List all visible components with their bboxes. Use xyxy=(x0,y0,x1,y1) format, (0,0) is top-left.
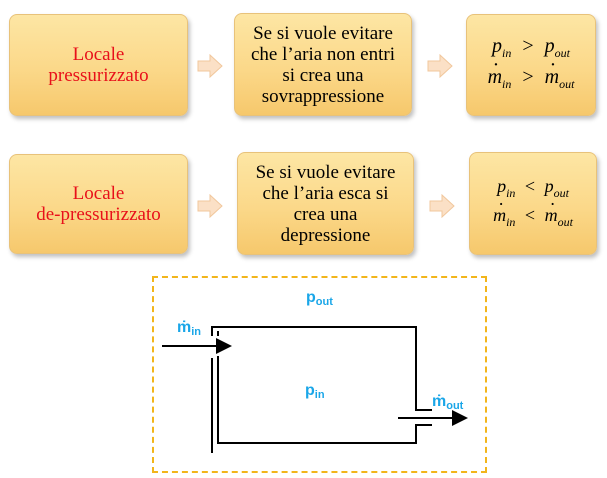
formula-pressure-row: pin > pout xyxy=(492,35,570,60)
box-formula-1: pin > pout m·in > m·out xyxy=(466,14,596,116)
left-line-1: Locale xyxy=(72,44,125,65)
box-locale-depressurizzato: Locale de-pressurizzato xyxy=(9,154,188,254)
box-formula-2: pin < pout m·in < m·out xyxy=(469,152,597,255)
middle-line-1: Se si vuole evitare xyxy=(255,161,396,183)
label-m-out: ṁout xyxy=(432,393,464,412)
label-m-in: ṁin xyxy=(177,319,202,338)
p-out: pout xyxy=(544,35,570,60)
diagram-frame xyxy=(152,276,487,473)
m-in: m·in xyxy=(493,193,516,229)
m-in: m·in xyxy=(487,54,512,91)
left-line-1: Locale xyxy=(72,183,125,204)
middle-line-1: Se si vuole evitare xyxy=(253,22,393,44)
room-top-wall xyxy=(211,326,432,411)
m-out: m·out xyxy=(544,54,575,91)
label-p-in: pin xyxy=(305,382,325,401)
arrow-right-icon xyxy=(427,54,453,78)
p-in: pin xyxy=(492,35,512,60)
left-line-2: pressurizzato xyxy=(48,65,149,86)
middle-line-2: che l’aria esca si xyxy=(262,182,389,204)
arrow-right-icon xyxy=(197,54,223,78)
m-out: m·out xyxy=(544,193,573,229)
left-line-2: de-pressurizzato xyxy=(36,204,161,225)
room-left-wall-inner xyxy=(217,356,432,444)
middle-line-3: si crea una xyxy=(282,64,364,86)
box-locale-pressurizzato: Locale pressurizzato xyxy=(9,14,188,116)
formula-flow-row: m·in > m·out xyxy=(487,54,575,91)
p-out: pout xyxy=(544,175,569,200)
arrow-right-icon xyxy=(429,194,455,218)
label-p-out: pout xyxy=(306,289,333,308)
formula-pressure-row: pin < pout xyxy=(497,175,569,200)
middle-line-2: che l’aria non entri xyxy=(250,43,395,65)
formula-flow-row: m·in < m·out xyxy=(493,193,573,229)
middle-line-4: depressione xyxy=(280,224,371,246)
p-in: pin xyxy=(497,175,516,200)
middle-line-4: sovrappressione xyxy=(261,85,385,107)
arrow-right-icon xyxy=(197,194,223,218)
box-depressione: Se si vuole evitare che l’aria esca si c… xyxy=(237,152,414,255)
middle-line-3: crea una xyxy=(293,203,358,225)
box-sovrappressione: Se si vuole evitare che l’aria non entri… xyxy=(234,13,412,116)
